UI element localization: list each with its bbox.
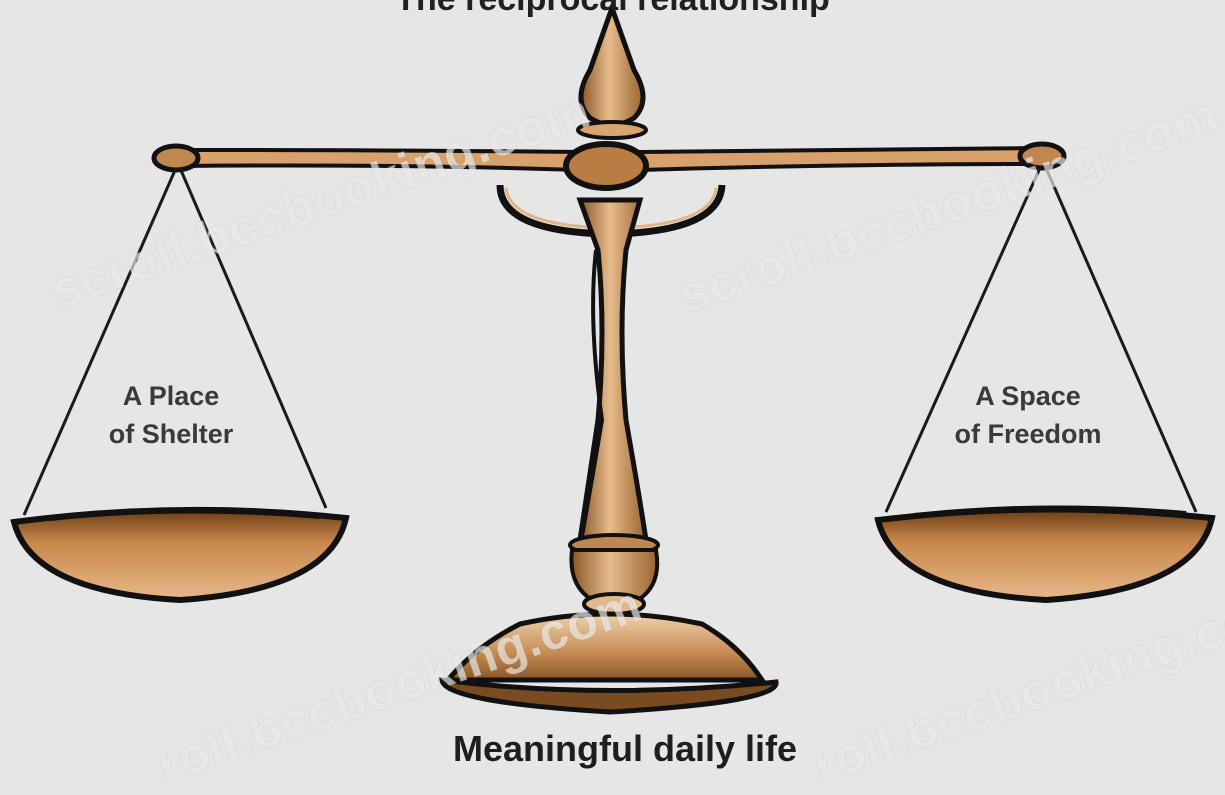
right-pan-label: A Space of Freedom [948, 377, 1108, 453]
left-pan-label-line2: of Shelter [96, 415, 246, 453]
right-pan [878, 508, 1212, 600]
pillar [570, 200, 658, 614]
top-caption: The reciprocal relationship [300, 0, 925, 19]
right-pan-label-line1: A Space [948, 377, 1108, 415]
left-pan [14, 510, 346, 600]
left-pan-label-line1: A Place [96, 377, 246, 415]
right-pan-label-line2: of Freedom [948, 415, 1108, 453]
left-pan-label: A Place of Shelter [96, 377, 246, 453]
